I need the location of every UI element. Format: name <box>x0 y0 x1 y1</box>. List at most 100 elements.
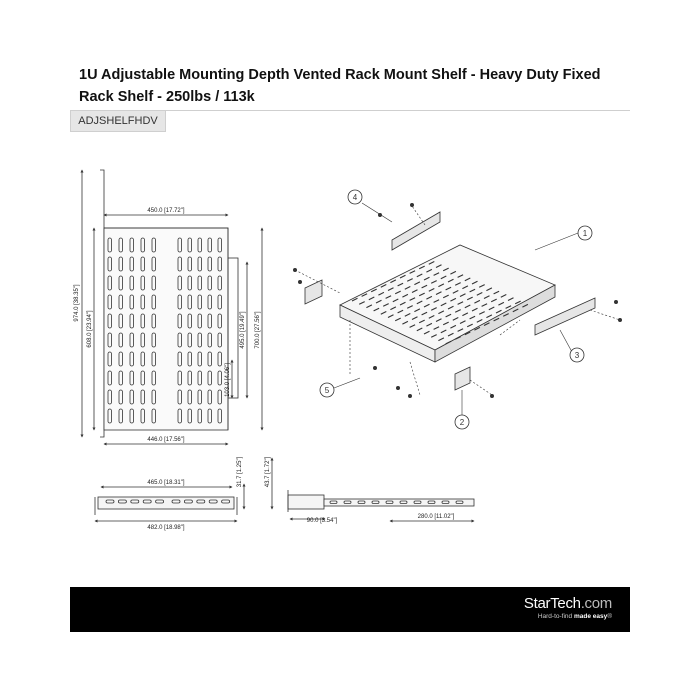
iso-vent-slot <box>483 295 490 299</box>
iso-vent-slot <box>375 299 382 304</box>
iso-vent-slot <box>435 291 442 295</box>
iso-vent-slot <box>488 306 495 311</box>
vent-slot <box>217 351 222 367</box>
iso-vent-slot <box>445 313 452 318</box>
iso-vent-slot <box>462 285 469 290</box>
vent-slot <box>197 370 202 386</box>
side-view <box>270 457 475 523</box>
iso-vent-slot <box>514 300 521 305</box>
vent-slot <box>207 256 212 272</box>
dim-width-top: 450.0 [17.72"] <box>147 208 184 214</box>
iso-vent-slot <box>433 299 440 303</box>
iso-vent-slot <box>500 294 507 298</box>
front-vent-slot <box>155 499 165 504</box>
front-vent-slot <box>130 499 140 504</box>
vent-slot <box>187 370 192 386</box>
dim-rail-length: 280.0 [11.02"] <box>418 514 455 520</box>
vent-slot <box>207 389 212 405</box>
vent-slot <box>197 313 202 329</box>
dim-front-height: 31.7 [1.25"] <box>237 456 243 487</box>
iso-vent-slot <box>387 287 394 291</box>
iso-vent-slot <box>361 293 368 297</box>
side-vent-slot <box>343 500 352 504</box>
side-vent-slot <box>357 500 366 504</box>
iso-vent-slot <box>399 274 406 279</box>
iso-vent-slot <box>493 317 500 322</box>
vent-slot <box>177 237 182 253</box>
vent-slot <box>207 237 212 253</box>
front-vent-slot <box>208 499 218 504</box>
iso-vent-slot <box>435 264 442 268</box>
iso-vent-slot <box>450 270 457 275</box>
iso-vent-slot <box>469 315 476 320</box>
vent-slot <box>118 237 123 253</box>
vent-slot <box>107 275 112 291</box>
iso-vent-slot <box>440 329 447 334</box>
vent-slot <box>207 351 212 367</box>
iso-vent-slot <box>445 286 452 291</box>
vent-slot <box>177 313 182 329</box>
iso-vent-slot <box>447 332 454 337</box>
dim-width-bottom: 446.0 [17.56"] <box>147 437 184 443</box>
vent-slot <box>177 332 182 348</box>
iso-vent-slot <box>486 314 493 319</box>
vent-slot <box>197 389 202 405</box>
brand-suffix: .com <box>580 595 613 612</box>
vent-slot <box>129 256 134 272</box>
vent-slot <box>140 294 145 310</box>
dim-depth-mid: 495.0 [19.49"] <box>240 311 246 348</box>
iso-vent-slot <box>507 297 514 301</box>
iso-vent-slot <box>394 290 401 295</box>
iso-vent-slot <box>452 290 459 294</box>
dim-inner-width: 465.0 [18.31"] <box>147 480 184 486</box>
vent-slot <box>129 294 134 310</box>
vent-slot <box>140 332 145 348</box>
iso-vent-slot <box>522 303 529 308</box>
vent-slot <box>140 389 145 405</box>
iso-vent-slot <box>464 331 471 336</box>
iso-vent-slot <box>474 299 481 304</box>
front-vent-slot <box>196 499 206 504</box>
side-vent-slot <box>413 500 422 504</box>
callout-label-2: 2 <box>460 418 465 427</box>
front-vent-slot <box>171 499 181 504</box>
iso-vent-slot <box>385 295 392 299</box>
dim-height-total: 974.0 [38.35"] <box>74 284 80 321</box>
vent-slot <box>129 313 134 329</box>
vent-slot <box>217 294 222 310</box>
iso-vent-slot <box>462 312 469 317</box>
callout-label-4: 4 <box>353 193 358 202</box>
top-view <box>80 169 264 446</box>
iso-vent-slot <box>404 286 411 290</box>
iso-vent-slot <box>459 293 466 297</box>
vent-slot <box>187 275 192 291</box>
iso-vent-slot <box>502 313 509 317</box>
iso-vent-slot <box>435 318 442 322</box>
iso-vent-slot <box>476 319 483 323</box>
iso-vent-slot <box>380 311 387 315</box>
vent-slot <box>118 370 123 386</box>
vent-slot <box>217 389 222 405</box>
vent-slot <box>140 237 145 253</box>
iso-vent-slot <box>440 275 447 280</box>
iso-vent-slot <box>471 307 478 312</box>
vent-slot <box>151 408 156 424</box>
vent-slot <box>151 370 156 386</box>
iso-vent-slot <box>390 279 397 284</box>
vent-slot <box>151 294 156 310</box>
iso-vent-slot <box>430 307 437 311</box>
vent-slot <box>129 351 134 367</box>
iso-vent-slot <box>409 270 416 274</box>
vent-slot <box>118 408 123 424</box>
iso-vent-slot <box>358 301 365 305</box>
dim-side-height: 43.7 [1.72"] <box>265 456 271 487</box>
vent-slot <box>118 275 123 291</box>
front-vent-slot <box>142 499 152 504</box>
iso-vent-slot <box>399 301 406 306</box>
side-vent-slot <box>441 500 450 504</box>
front-vent-slots <box>105 499 231 504</box>
vent-slot <box>107 332 112 348</box>
vent-slot <box>217 332 222 348</box>
callout-label-1: 1 <box>583 229 588 238</box>
iso-vent-slot <box>426 295 433 300</box>
